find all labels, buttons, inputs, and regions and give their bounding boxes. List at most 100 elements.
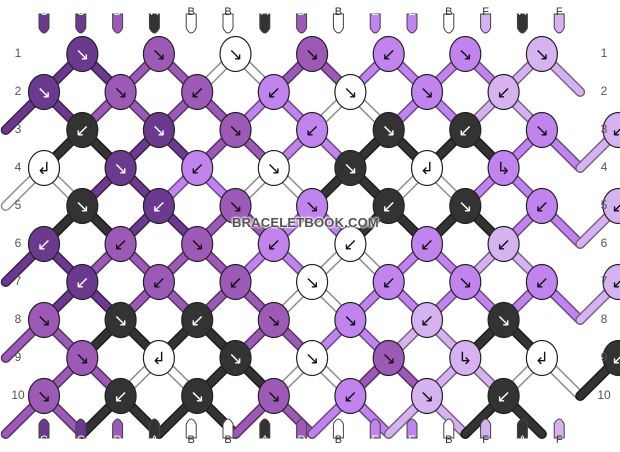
top-strand-label: A: [261, 6, 269, 18]
bottom-strand-end: [185, 418, 197, 439]
knot: ↘: [142, 111, 175, 149]
bottom-strand-label: D: [298, 434, 306, 446]
top-strand-label: B: [335, 6, 342, 18]
knot: ↘: [296, 187, 329, 225]
knot: ↳: [487, 149, 520, 187]
knot-shape: [487, 73, 520, 111]
knot: ↘: [142, 35, 175, 73]
top-strand-end: [553, 13, 565, 34]
knot-direction-arrow: ↘: [343, 83, 357, 103]
knot-direction-arrow: ↘: [343, 159, 357, 179]
strand-end-tabs: [38, 13, 565, 439]
row-number-left: 6: [15, 236, 22, 250]
bottom-strand-label: D: [114, 434, 122, 446]
row-number-right: 2: [601, 84, 608, 98]
row-number-left: 2: [15, 84, 22, 98]
knot-direction-arrow: ↙: [113, 387, 127, 407]
knot-shape: [334, 301, 367, 339]
knot: ↘: [104, 301, 137, 339]
bottom-strand-label: E: [408, 434, 415, 446]
knot-shape: [334, 73, 367, 111]
knot-shape: [219, 263, 252, 301]
knot-shape: [372, 187, 405, 225]
top-strand-end: [148, 13, 160, 34]
knot: ↘: [219, 35, 252, 73]
row-number-left: 5: [15, 198, 22, 212]
knot-shape: [181, 377, 214, 415]
knot-shape: [104, 73, 137, 111]
knot-direction-arrow: ↙: [343, 387, 357, 407]
knot-direction-arrow: ↘: [267, 159, 281, 179]
top-strand-label: C: [77, 6, 85, 18]
knot-shape: [27, 377, 61, 415]
knot-shape: [181, 73, 214, 111]
knot-direction-arrow: ↘: [420, 387, 434, 407]
knot: ↘: [296, 339, 329, 377]
bottom-strand-label: F: [482, 434, 489, 446]
knot-direction-arrow: ↘: [458, 197, 472, 217]
knot-shape: [66, 35, 99, 73]
knot: ↘: [27, 301, 61, 339]
knot-shape: [219, 339, 252, 377]
bottom-strand-end: [332, 418, 344, 439]
bottom-strand-label: A: [151, 434, 159, 446]
knot-shape: [181, 225, 214, 263]
top-strand-end: [222, 13, 234, 34]
row-number-right: 8: [601, 312, 608, 326]
knot: ↘: [66, 339, 99, 377]
knot-shape: [142, 187, 175, 225]
knot-direction-arrow: ↘: [75, 349, 89, 369]
top-strand-end: [296, 13, 308, 34]
knot-direction-arrow: ↘: [420, 83, 434, 103]
knot-shape: [372, 339, 405, 377]
knot-direction-arrow: ↙: [611, 273, 620, 293]
top-strand-end: [443, 13, 455, 34]
knot-direction-arrow: ↙: [496, 387, 510, 407]
knot-direction-arrow: ↙: [496, 235, 510, 255]
knot-direction-arrow: ↘: [152, 121, 166, 141]
top-strand-end: [75, 13, 87, 34]
knot-shape: [334, 149, 367, 187]
knot: ↙: [334, 225, 367, 263]
knot: ↙: [66, 263, 99, 301]
knot-shape: [296, 339, 329, 377]
knot-shape: [487, 225, 520, 263]
knot: ↘: [449, 263, 482, 301]
top-strand-label: C: [40, 6, 48, 18]
knot-direction-arrow: ↘: [382, 349, 396, 369]
knot-shape: [257, 377, 290, 415]
knot-direction-arrow: ↘: [535, 121, 549, 141]
knot: ↘: [410, 377, 444, 415]
knot-shape: [257, 73, 290, 111]
knot-direction-arrow: ↙: [228, 273, 242, 293]
bottom-strand-end: [369, 418, 381, 439]
knot-direction-arrow: ↘: [228, 121, 242, 141]
bottom-strand-label: B: [188, 434, 195, 446]
knot-direction-arrow: ↙: [611, 121, 620, 141]
row-number-right: 3: [601, 122, 608, 136]
knot: ↲: [410, 149, 444, 187]
bottom-strand-label: B: [445, 434, 452, 446]
bottom-strand-label: B: [224, 434, 231, 446]
knot-direction-arrow: ↘: [382, 121, 396, 141]
knot-shape: [334, 377, 367, 415]
knot-direction-arrow: ↘: [343, 311, 357, 331]
knot: ↘: [104, 73, 137, 111]
bottom-strand-label: F: [556, 434, 563, 446]
row-number-right: 1: [601, 46, 608, 60]
knot-shape: [525, 187, 559, 225]
knot: ↙: [602, 263, 620, 301]
knot-shape: [27, 73, 61, 111]
knot-shape: [257, 225, 290, 263]
knot: ↙: [334, 377, 367, 415]
knot-shape: [525, 35, 559, 73]
knot-direction-arrow: ↲: [420, 159, 434, 179]
knot-direction-arrow: ↙: [382, 197, 396, 217]
knot: ↙: [181, 149, 214, 187]
knot: ↙: [525, 187, 559, 225]
knot-shape: [372, 35, 405, 73]
top-strand-label: E: [408, 6, 415, 18]
knot-direction-arrow: ↘: [75, 197, 89, 217]
top-strand-label: A: [519, 6, 527, 18]
bottom-strand-end: [259, 418, 271, 439]
